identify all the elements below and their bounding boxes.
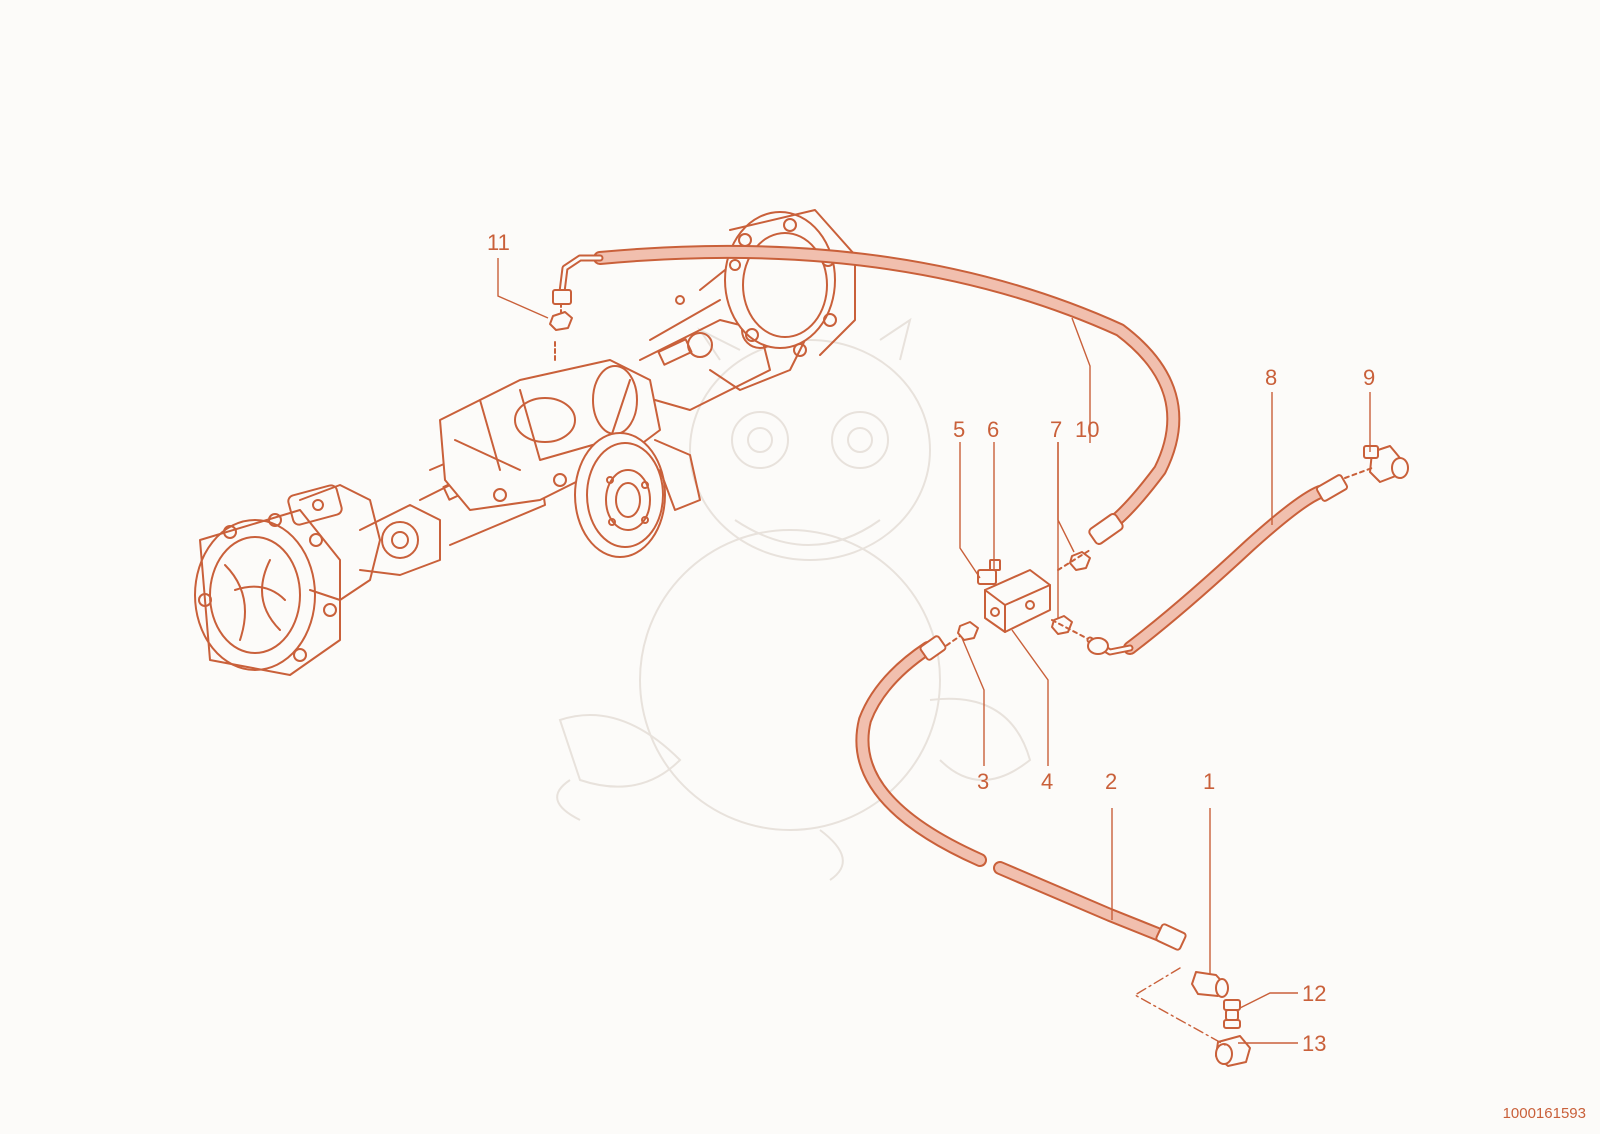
hose-assembly — [549, 244, 1409, 1067]
callout-4: 4 — [1041, 769, 1053, 794]
callout-9: 9 — [1363, 365, 1375, 390]
callout-1: 1 — [1203, 769, 1215, 794]
drawing-number: 1000161593 — [1502, 1105, 1586, 1122]
callout-labels: 11 10 5 6 7 8 9 3 4 2 1 12 13 — [487, 230, 1375, 1056]
fitting-12 — [1223, 999, 1241, 1029]
tee-fitting-9 — [1344, 445, 1409, 483]
leader-line-10 — [1071, 317, 1091, 443]
left-knuckle — [287, 484, 441, 601]
callout-6: 6 — [987, 417, 999, 442]
callout-10: 10 — [1075, 417, 1099, 442]
fitting-11 — [549, 303, 573, 331]
axle-assembly — [194, 209, 856, 676]
elbow-fitting-13 — [1215, 1035, 1251, 1067]
hose-10 — [552, 244, 1181, 545]
leader-line-12 — [1239, 992, 1298, 1009]
callout-2: 2 — [1105, 769, 1117, 794]
left-wheel-hub — [194, 509, 341, 676]
watermark-mascot — [556, 317, 1032, 881]
callout-8: 8 — [1265, 365, 1277, 390]
brake-disc — [574, 432, 701, 558]
callout-3: 3 — [977, 769, 989, 794]
hose-2 — [855, 635, 1187, 951]
callout-11: 11 — [487, 230, 510, 255]
leader-line-7a — [1057, 442, 1075, 553]
leader-line-4 — [1011, 629, 1049, 766]
fitting-7 — [1051, 549, 1091, 641]
leader-line-3 — [961, 637, 985, 766]
leader-line-5 — [959, 442, 981, 579]
callout-13: 13 — [1302, 1031, 1326, 1056]
manifold-block-4 — [977, 559, 1051, 633]
callout-7: 7 — [1050, 417, 1062, 442]
assembly-centerlines — [1134, 967, 1226, 1046]
leader-line-11 — [497, 258, 549, 319]
callout-12: 12 — [1302, 981, 1326, 1006]
callouts — [497, 258, 1371, 1044]
right-wheel-hub — [675, 209, 856, 391]
callout-5: 5 — [953, 417, 965, 442]
hose-8 — [1086, 474, 1349, 656]
elbow-fitting-1 — [1191, 971, 1229, 998]
